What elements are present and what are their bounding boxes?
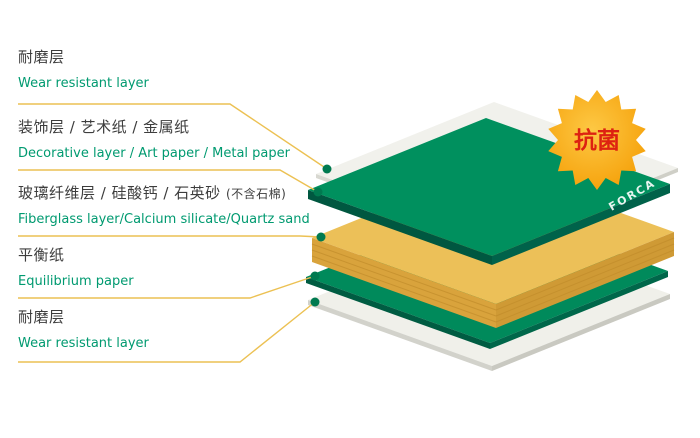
leader-line-decorative (18, 169, 319, 193)
label-zh: 耐磨层 (18, 308, 65, 326)
bottom-wear-sheet-right-face (492, 294, 670, 371)
equilibrium-left-face (306, 277, 490, 349)
bottom-wear-sheet-left-face (308, 300, 492, 371)
leader-lines (18, 103, 328, 363)
decorative-left-face (308, 190, 492, 265)
leader-line-fiberglass (18, 235, 322, 238)
label-zh: 平衡纸 (18, 246, 65, 264)
label-equilibrium-paper: 平衡纸 Equilibrium paper (18, 246, 134, 289)
label-zh: 玻璃纤维层 / 硅酸钙 / 石英砂 (不含石棉) (18, 184, 310, 202)
dot-equilibrium (310, 271, 320, 281)
dot-wear-top (322, 164, 332, 174)
leader-line-equilibrium (18, 275, 316, 299)
antibacterial-badge-text: 抗菌 (574, 127, 620, 154)
leader-line-wear-bottom (18, 301, 316, 363)
label-en: Fiberglass layer/Calcium silicate/Quartz… (18, 212, 310, 227)
label-zh: 耐磨层 (18, 48, 65, 66)
label-wear-layer-bottom: 耐磨层 Wear resistant layer (18, 308, 149, 351)
label-en: Equilibrium paper (18, 274, 134, 289)
fiberglass-stacked-sheet-lines (311, 237, 675, 323)
leader-line-wear-top (18, 103, 328, 170)
label-en: Decorative layer / Art paper / Metal pap… (18, 146, 290, 161)
dot-fiberglass (316, 232, 326, 242)
label-zh-note: (不含石棉) (225, 187, 287, 201)
label-en: Wear resistant layer (18, 336, 149, 351)
decorative-right-face (492, 184, 670, 265)
label-wear-layer-top: 耐磨层 Wear resistant layer (18, 48, 149, 91)
label-zh: 装饰层 / 艺术纸 / 金属纸 (18, 118, 190, 136)
label-fiberglass-layer: 玻璃纤维层 / 硅酸钙 / 石英砂 (不含石棉) Fiberglass laye… (18, 184, 310, 227)
dot-decorative (313, 187, 323, 197)
connector-dots (310, 164, 332, 307)
equilibrium-right-face (490, 271, 668, 349)
label-decorative-layer: 装饰层 / 艺术纸 / 金属纸 Decorative layer / Art p… (18, 118, 290, 161)
starburst-shape (548, 90, 646, 190)
dot-wear-bottom (310, 297, 320, 307)
antibacterial-badge: 抗菌 (548, 90, 646, 190)
label-en: Wear resistant layer (18, 76, 149, 91)
label-zh-main: 玻璃纤维层 / 硅酸钙 / 石英砂 (18, 184, 221, 202)
